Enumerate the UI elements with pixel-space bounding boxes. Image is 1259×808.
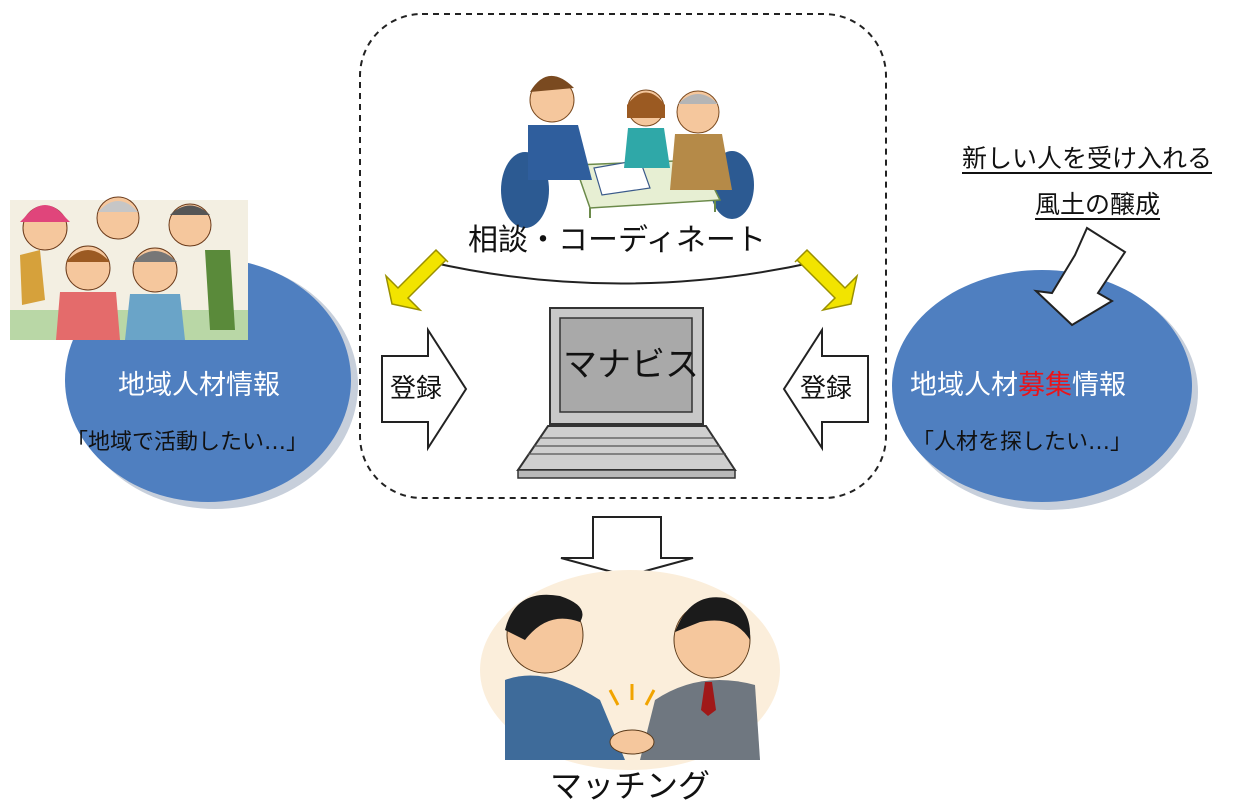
culture-line-1: 新しい人を受け入れる: [962, 144, 1213, 173]
system-label: マナビス: [563, 345, 699, 385]
left-node-subtitle: 「地域で活動したい…」: [66, 430, 309, 455]
right-register-label: 登録: [800, 374, 853, 404]
culture-line-2: 風土の醸成: [1035, 190, 1161, 219]
consultation-curve: [429, 261, 816, 285]
yellow-arrow-left: [384, 248, 449, 312]
service-boundary: [359, 13, 887, 499]
consultation-illustration: [501, 75, 754, 228]
laptop-icon: [516, 307, 737, 479]
right-node-title-suffix: 情報: [1072, 370, 1126, 401]
consultation-label: 相談・コーディネート: [468, 223, 766, 258]
left-node-title: 地域人材情報: [118, 370, 280, 401]
right-node-circle: [892, 270, 1192, 502]
register-arrow-right: [782, 326, 869, 452]
yellow-arrow-right: [794, 248, 859, 312]
right-node-title: 地域人材募集情報: [910, 372, 1126, 399]
community-illustration: [10, 196, 248, 340]
culture-arrow: [1033, 226, 1127, 327]
matching-arrow: [560, 516, 694, 578]
left-register-label: 登録: [390, 374, 443, 404]
handshake-illustration: [480, 570, 780, 770]
register-arrow-left: [381, 326, 468, 452]
right-node-title-accent: 募集: [1018, 370, 1072, 401]
matching-label: マッチング: [550, 767, 711, 805]
right-node-title-prefix: 地域人材: [910, 370, 1018, 401]
right-node-subtitle: 「人材を探したい…」: [912, 430, 1133, 455]
